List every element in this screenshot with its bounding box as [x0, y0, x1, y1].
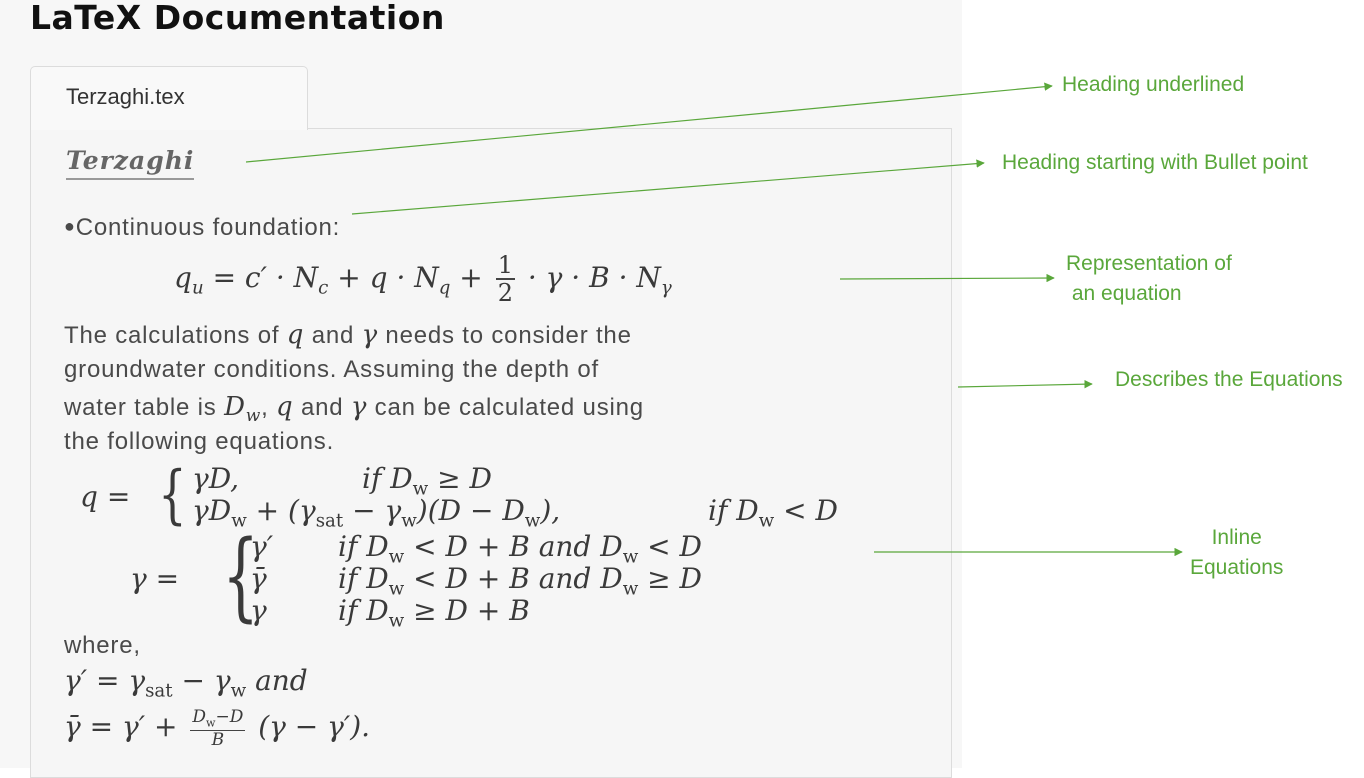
text: can be calculated using [367, 394, 644, 421]
tab-terzaghi[interactable]: Terzaghi.tex [30, 66, 308, 130]
q-case-2-cond: if Dw < D [708, 494, 838, 532]
gamma-case-cond: if Dw < D + B and Dw ≥ D [338, 562, 702, 600]
inline-sub: w [245, 405, 262, 426]
q-cases-lhs: q = [80, 480, 131, 513]
annotation-heading-underlined: Heading underlined [1062, 73, 1245, 96]
gamma-case-expr: γ′ [250, 530, 274, 563]
bullet-icon: ● [64, 216, 76, 236]
main-equation: qu = c′ · Nc + q · Nq + 1 2 · γ · B · Nγ [174, 252, 672, 307]
text: the following equations. [64, 428, 335, 455]
paragraph-line-4: the following equations. [64, 428, 334, 456]
eq-term-2: + q · N [328, 260, 439, 294]
eq-lhs: q [174, 260, 192, 294]
paragraph-line-1: The calculations of q and γ needs to con… [64, 320, 632, 350]
def2-fraction: Dw−D B [190, 707, 246, 750]
frac-num: 1 [495, 251, 515, 281]
gamma-case-expr: γ̄ [250, 562, 267, 595]
eq-plus: + [450, 260, 483, 294]
arrow-equation [839, 273, 1055, 283]
text: and [293, 394, 351, 421]
text: The calculations of [64, 322, 287, 349]
doc-heading: Terzaghi [66, 146, 195, 180]
eq-nq-sub: q [438, 277, 451, 299]
gamma-case-expr: γ [250, 594, 267, 627]
frac-den: 2 [497, 279, 513, 308]
arrow-heading-underlined [245, 82, 1053, 163]
frac-den: B [211, 729, 225, 750]
eq-fraction: 1 2 [495, 251, 515, 308]
annotation-equation: Representation of an equation [1066, 252, 1232, 305]
frac-num: Dw−D [190, 707, 246, 731]
annotation-bullet-heading: Heading starting with Bullet point [1002, 151, 1308, 174]
eq-lhs-sub: u [191, 277, 204, 299]
document-panel [30, 128, 952, 778]
text: groundwater conditions. Assuming the dep… [64, 356, 599, 383]
eq-nc-sub: c [318, 277, 329, 299]
def2-tail: (γ − γ′). [258, 710, 371, 744]
bullet-heading-text: Continuous foundation: [75, 214, 341, 241]
arrow-describes [957, 379, 1093, 389]
eq-term-1: = c′ · N [212, 260, 319, 294]
text: water table is [64, 394, 225, 421]
eq-term-3: · γ · B · N [527, 260, 661, 294]
tab-label: Terzaghi.tex [66, 84, 185, 109]
definition-1: γ′ = γsat − γw and [64, 664, 308, 702]
inline-var: q [286, 320, 305, 350]
text: , [261, 394, 277, 421]
gamma-case-cond: if Dw ≥ D + B [338, 594, 530, 632]
gamma-case-cond: if Dw < D + B and Dw < D [338, 530, 702, 568]
text: needs to consider the [377, 322, 632, 349]
gamma-cases-lhs: γ = [130, 562, 180, 595]
eq-ng-sub: γ [660, 277, 672, 299]
left-brace: { [222, 520, 259, 632]
def2-lhs: γ̄ = γ′ + [64, 710, 178, 744]
inline-var: γ [361, 320, 378, 350]
q-case-1-cond: if Dw ≥ D [362, 462, 492, 500]
q-case-1-expr: γD, [192, 462, 240, 495]
arrow-bullet-heading [351, 159, 985, 215]
annotation-inline-equations: Inline Equations [1190, 526, 1284, 579]
inline-var: γ [350, 392, 368, 422]
inline-var: D [224, 392, 246, 422]
editor-screenshot: LaTeX Documentation Terzaghi.tex Terzagh… [30, 0, 952, 778]
q-case-2-expr: γDw + (γsat − γw)(D − Dw), [192, 494, 561, 532]
inline-var: q [276, 392, 294, 422]
left-brace: { [158, 458, 187, 532]
text: and [304, 322, 362, 349]
page-title: LaTeX Documentation [30, 0, 445, 37]
where-label: where, [64, 632, 141, 659]
definition-2: γ̄ = γ′ + Dw−D B (γ − γ′). [64, 708, 370, 749]
annotation-describes: Describes the Equations [1115, 368, 1343, 391]
paragraph-line-3: water table is Dw, q and γ can be calcul… [64, 392, 644, 426]
paragraph-line-2: groundwater conditions. Assuming the dep… [64, 356, 599, 384]
bullet-heading: ●Continuous foundation: [64, 214, 340, 242]
